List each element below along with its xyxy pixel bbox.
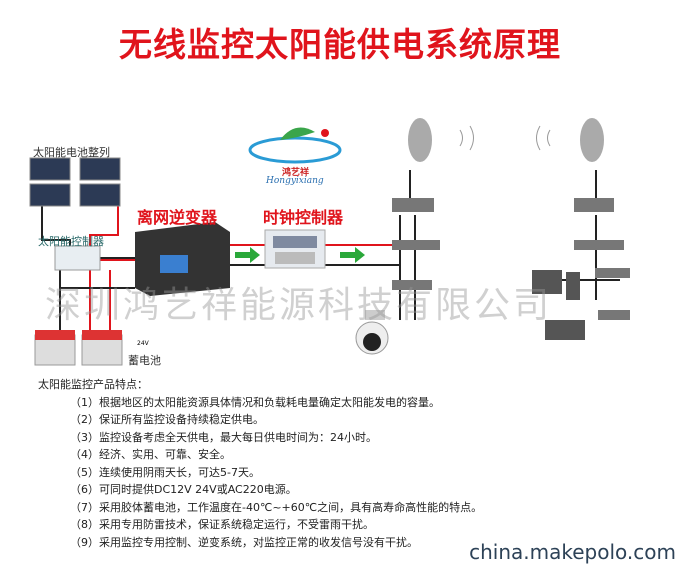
battery-bank	[34, 330, 123, 366]
feature-item: （7）采用胶体蓄电池，工作温度在-40℃~+60℃之间，具有高寿命高性能的特点。	[70, 500, 483, 514]
feature-item: （6）可同时提供DC12V 24V或AC220电源。	[70, 483, 297, 496]
feature-item: （8）采用专用防雷技术，保证系统稳定运行，不受雷雨干扰。	[70, 518, 374, 531]
feature-item: （5）连续使用阴雨天长，可达5-7天。	[70, 465, 260, 479]
ptz-camera	[355, 310, 389, 355]
solar-controller-label: 太阳能控制器	[38, 235, 104, 248]
wireless-dish-right	[580, 118, 604, 162]
monitor-computers	[532, 270, 585, 340]
battery-label: 蓄电池	[128, 354, 161, 367]
watermark: 深圳鸿艺祥能源科技有限公司	[45, 285, 553, 326]
feature-item: （9）采用监控专用控制、逆变系统，对监控正常的收发信号没有干扰。	[70, 535, 418, 549]
feature-item: （2）保证所有监控设备持续稳定供电。	[70, 413, 264, 426]
page-title: 无线监控太阳能供电系统原理	[119, 25, 561, 64]
feature-item: （1）根据地区的太阳能资源具体情况和负载耗电量确定太阳能发电的容量。	[70, 395, 440, 409]
solar-array-label: 太阳能电池整列	[33, 146, 110, 159]
features-list: 太阳能监控产品特点： （1）根据地区的太阳能资源具体情况和负载耗电量确定太阳能发…	[38, 376, 482, 551]
feature-item: （3）监控设备考虑全天供电，最大每日供电时间为：24小时。	[70, 430, 377, 444]
features-heading: 太阳能监控产品特点：	[38, 378, 148, 391]
inverter-label: 离网逆变器	[137, 208, 218, 227]
solar-panel-array	[29, 157, 121, 207]
flow-arrows	[235, 247, 365, 263]
logo-en: Hongyixiang	[266, 176, 324, 186]
logo-cn: 鸿艺祥	[282, 168, 310, 178]
source-watermark: china.makepolo.com	[469, 540, 676, 564]
inverter-device	[135, 222, 230, 296]
company-logo	[248, 127, 342, 164]
network-switches	[392, 198, 630, 320]
wires	[41, 170, 620, 340]
wireless-dish-left	[408, 118, 432, 162]
wireless-signal	[459, 125, 551, 151]
solar-controller-device	[54, 245, 101, 271]
battery-voltage: 24V	[137, 340, 149, 347]
clock-controller-device	[264, 229, 326, 269]
feature-item: （4）经济、实用、可靠、安全。	[70, 448, 231, 461]
clock-controller-label: 时钟控制器	[263, 208, 344, 227]
